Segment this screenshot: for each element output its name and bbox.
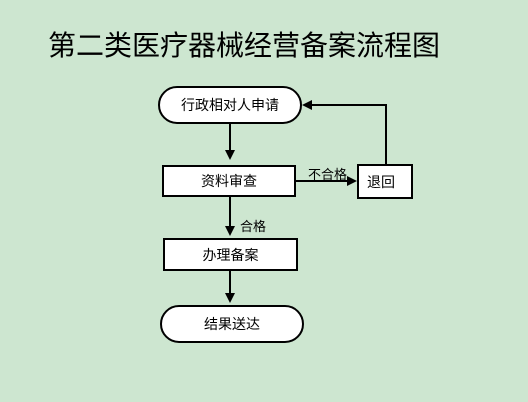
node-record: 办理备案 — [163, 238, 298, 271]
page-title: 第二类医疗器械经营备案流程图 — [48, 29, 441, 62]
node-reject: 退回 — [357, 164, 413, 199]
node-review-label: 资料审查 — [201, 174, 257, 190]
node-reject-label: 退回 — [367, 174, 395, 191]
edge-reject-to-apply — [302, 100, 387, 164]
node-apply: 行政相对人申请 — [158, 86, 302, 124]
node-result: 结果送达 — [160, 305, 304, 343]
node-result-label: 结果送达 — [204, 317, 260, 333]
node-review: 资料审查 — [162, 165, 296, 197]
edge-label-fail: 不合格 — [308, 168, 348, 183]
node-record-label: 办理备案 — [202, 247, 259, 264]
node-apply-label: 行政相对人申请 — [181, 98, 279, 114]
edge-label-pass: 合格 — [240, 220, 267, 235]
